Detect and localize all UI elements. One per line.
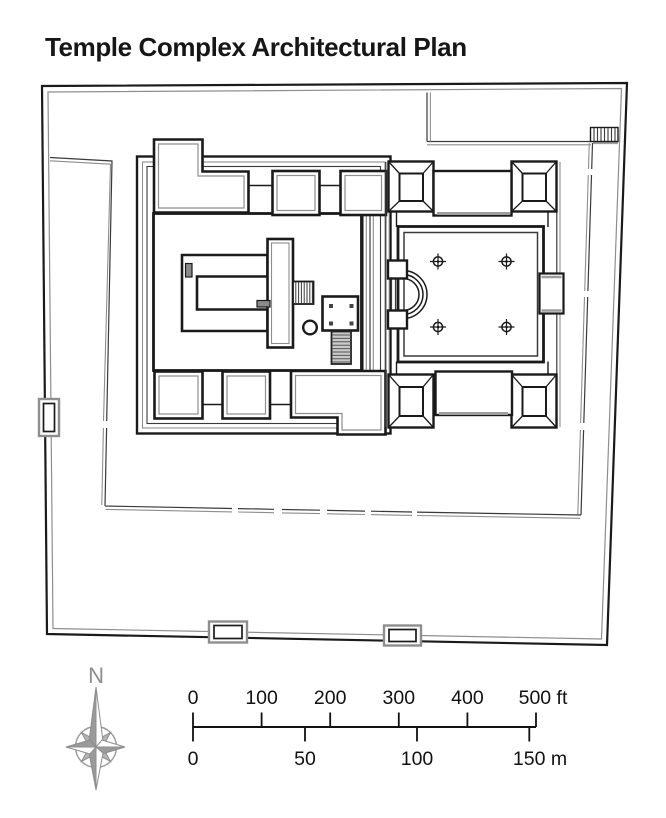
altar-marker-1	[184, 262, 193, 278]
corner-tower-sw	[387, 373, 435, 429]
west-gate	[37, 397, 61, 438]
scale-meter-ticks	[192, 727, 531, 742]
east-hall	[386, 225, 565, 364]
column-markers	[430, 253, 515, 335]
scale-feet-ticks	[192, 712, 537, 727]
scale-label-m: 150 m	[513, 748, 567, 770]
top-room-b	[339, 169, 388, 217]
scale-meter-labels: 0 50 100 150 m	[188, 748, 568, 770]
platform-south-stairs	[330, 330, 352, 365]
scale-label-ft: 0	[188, 687, 199, 709]
scale-label-m: 100	[401, 748, 434, 770]
corner-tower-ne	[510, 160, 558, 213]
column-base	[329, 321, 333, 326]
corner-tower-se	[510, 373, 558, 429]
south-gate-west	[207, 620, 249, 644]
west-top-rooms	[152, 138, 388, 217]
scale-label-ft: 400	[451, 687, 484, 709]
outer-precinct-wall	[40, 81, 629, 647]
east-north-room	[432, 169, 513, 217]
scale-label-m: 0	[188, 748, 199, 770]
inner-enclosure-wall	[49, 92, 619, 519]
top-room-a	[271, 169, 321, 217]
east-projection	[538, 272, 565, 315]
central-temple	[180, 237, 360, 365]
well-circle	[302, 319, 319, 336]
scale-label-ft: 100	[245, 687, 278, 709]
entrance-pylon-north	[386, 259, 409, 280]
altar-marker-2	[256, 299, 271, 308]
compass-cardinal-points	[65, 686, 126, 791]
column-base	[349, 304, 354, 308]
entrance-pylon-south	[386, 309, 409, 330]
bottom-room-c	[153, 370, 204, 420]
arched-entrance	[386, 259, 428, 330]
east-compound	[385, 160, 565, 429]
scale-feet-labels: 0 100 200 300 400 500 ft	[188, 687, 568, 709]
temple-east-stairs	[292, 280, 315, 305]
scale-label-ft: 500 ft	[519, 687, 568, 709]
precinct-gates	[37, 397, 423, 647]
scale-label-ft: 200	[314, 687, 347, 709]
scale-label-m: 50	[294, 748, 316, 770]
scale-label-ft: 300	[383, 687, 416, 709]
compound-corridor-walls	[362, 214, 374, 371]
corner-tower-nw	[387, 160, 435, 213]
column-base	[349, 321, 354, 326]
north-label: N	[88, 663, 104, 688]
scale-bar: 0 100 200 300 400 500 ft 0 50 100 150 m	[188, 687, 568, 770]
page-title: Temple Complex Architectural Plan	[45, 32, 467, 62]
east-south-room	[434, 370, 514, 417]
south-gate-east	[382, 624, 423, 647]
compass-rose: N	[65, 663, 126, 791]
bottom-room-d	[221, 370, 272, 420]
west-bottom-rooms	[153, 369, 387, 436]
small-platform	[321, 295, 360, 332]
enclosure-stair-block	[589, 126, 619, 145]
column-base	[329, 304, 333, 308]
